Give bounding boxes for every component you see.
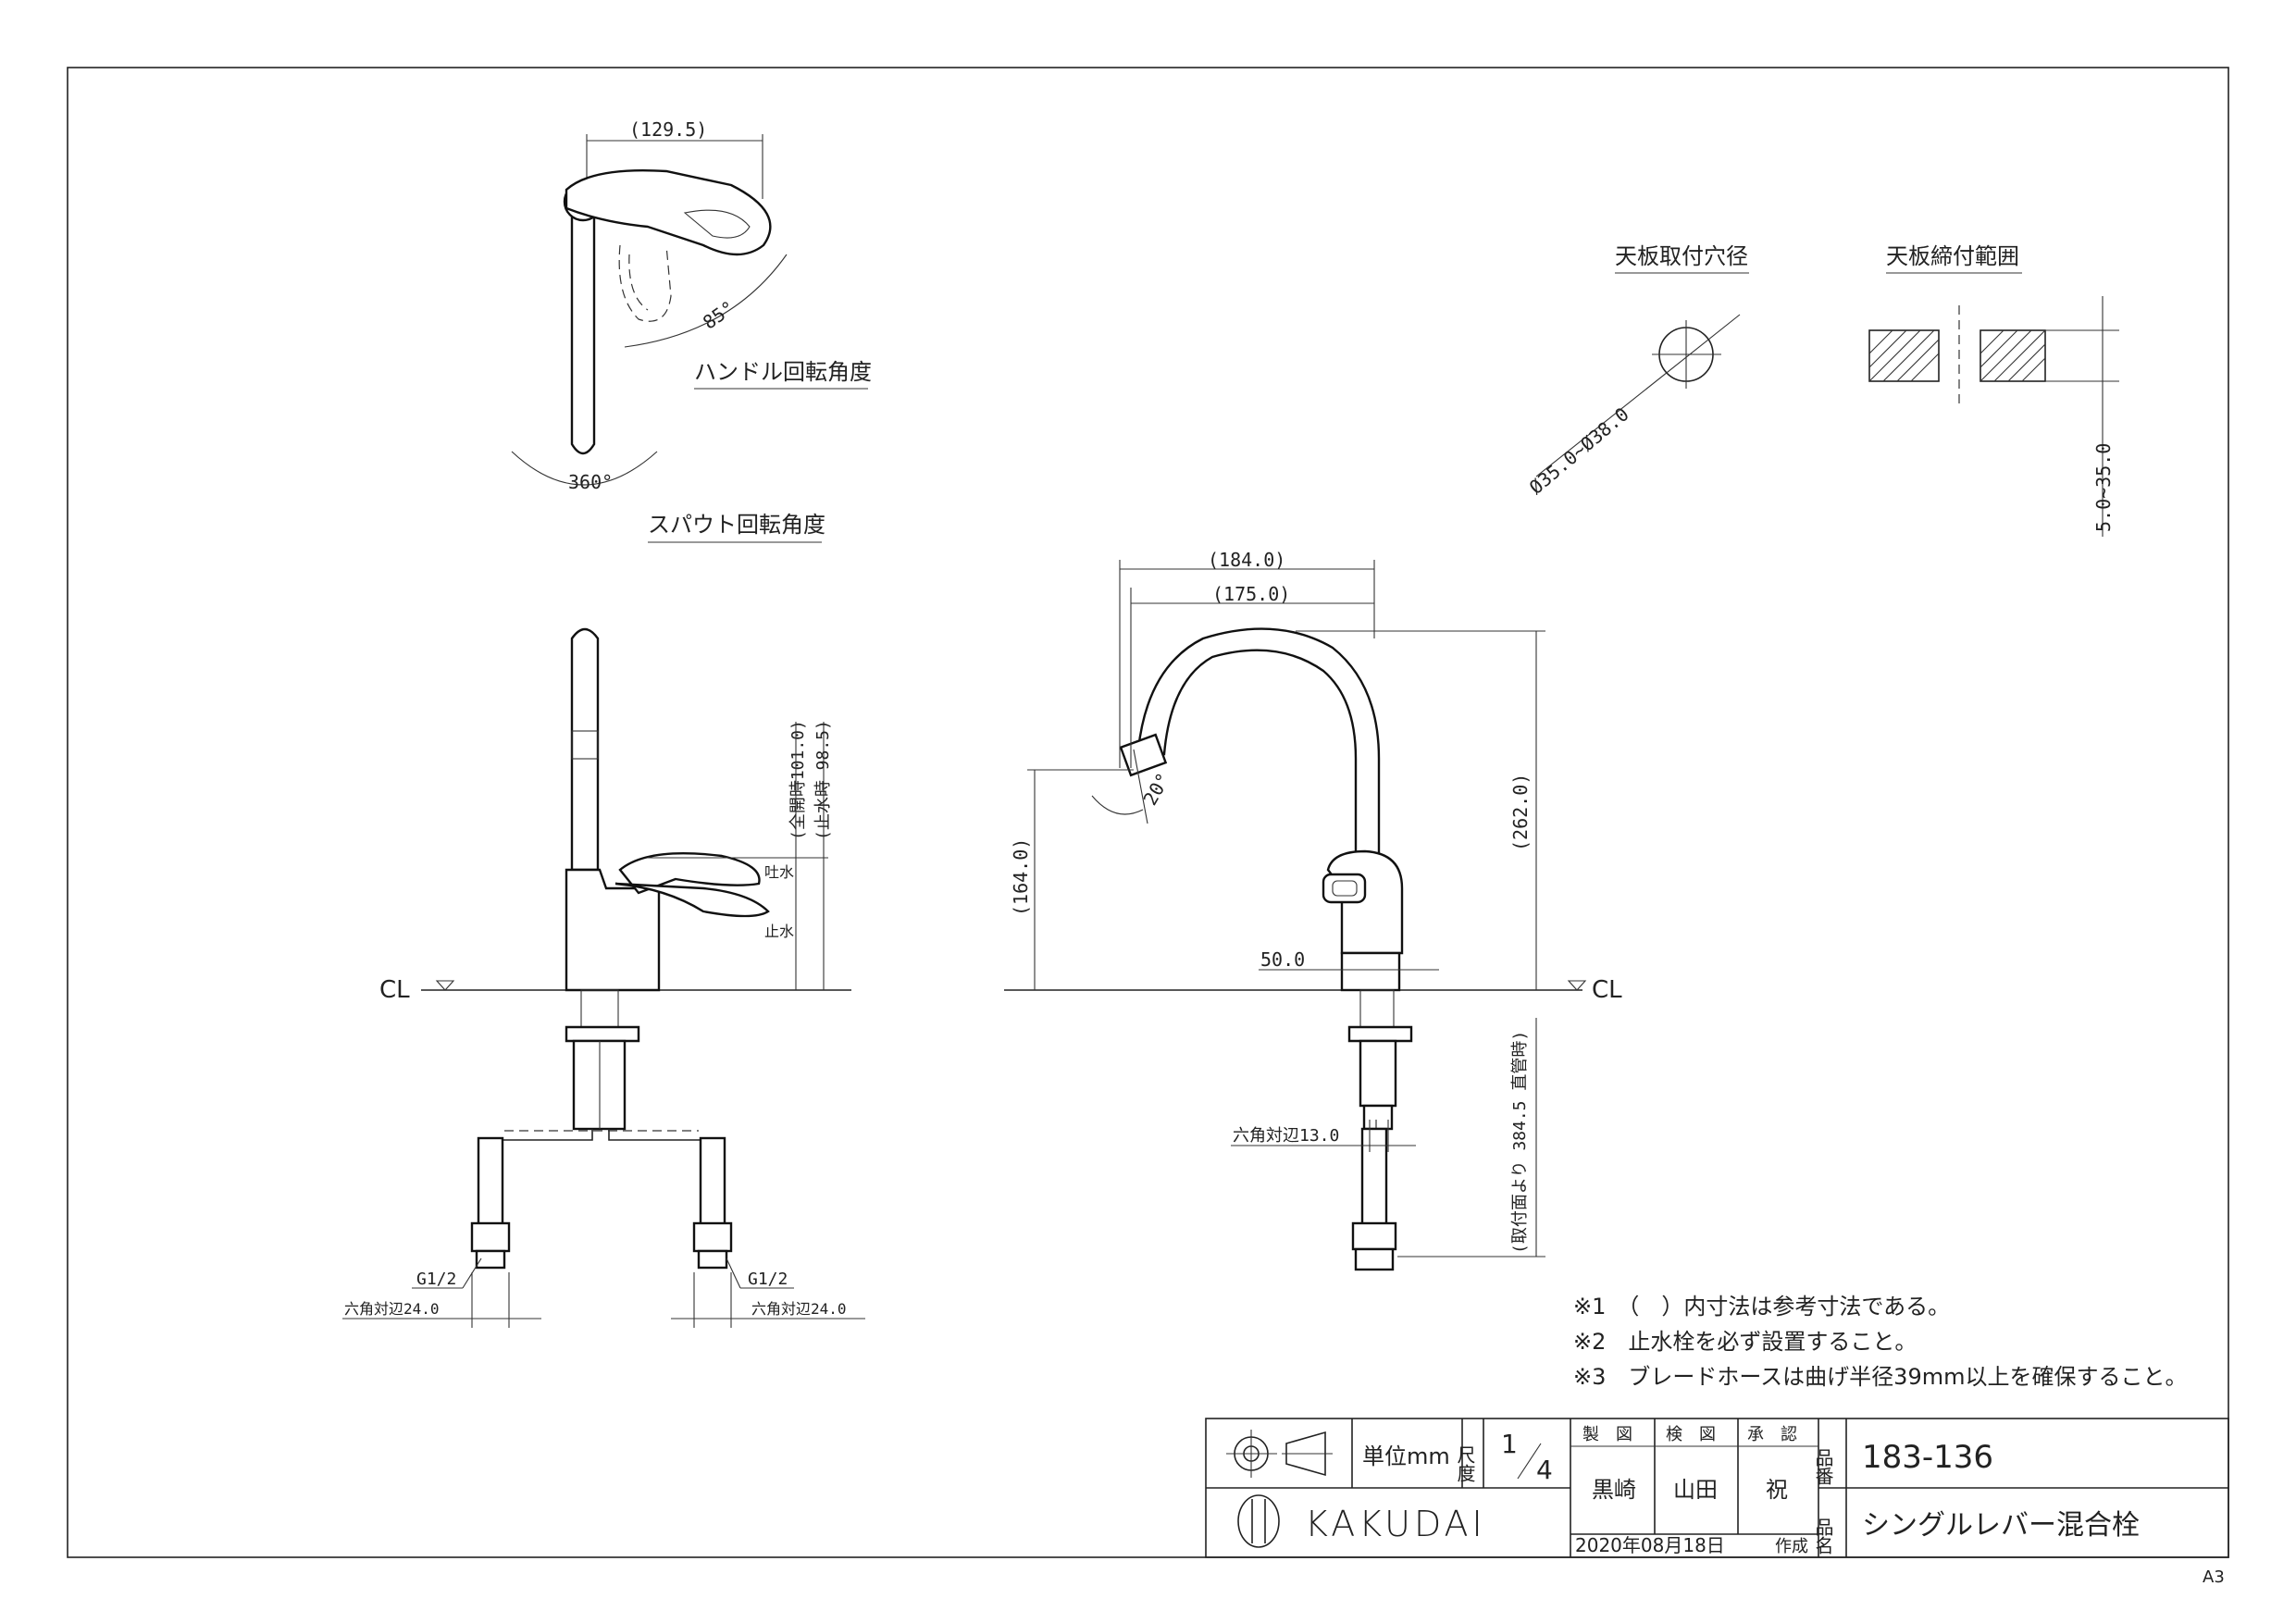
note-2: ※2 止水栓を必ず設置すること。	[1573, 1329, 1917, 1355]
drawing-frame	[67, 67, 2229, 1558]
part-number: 183-136	[1862, 1439, 1993, 1476]
dim-262: (262.0)	[1509, 774, 1532, 851]
label-stop: 止水	[764, 923, 794, 940]
made-by: 黒崎	[1592, 1477, 1636, 1503]
front-view: CL (全開時101.0) (止水時 98.5) 吐水 止水	[342, 627, 865, 1328]
unit-label: 単位mm	[1362, 1443, 1450, 1469]
scale-num: 1	[1501, 1429, 1518, 1459]
name-label: 品名	[1812, 1518, 1834, 1555]
g-right: G1/2	[748, 1270, 788, 1289]
checked-by: 山田	[1673, 1477, 1718, 1503]
dim-384-5: (取付面より 384.5 直管時)	[1510, 1031, 1530, 1254]
approved-by: 祝	[1766, 1477, 1788, 1503]
label-handle-rotation: ハンドル回転角度	[694, 359, 872, 385]
hex-left: 六角対辺24.0	[344, 1300, 440, 1318]
header-made: 製 図	[1582, 1425, 1632, 1444]
dim-full-open: (全開時101.0)	[788, 720, 808, 840]
scale-den: 4	[1536, 1455, 1553, 1485]
top-view: (129.5) 85° ハンドル回転角度 360° スパウト回転角度	[511, 118, 872, 543]
g-left: G1/2	[416, 1270, 456, 1289]
header-approve: 承 認	[1747, 1425, 1797, 1444]
mount-details: 天板取付穴径 Ø35.0~Ø38.0 天板締付範囲 5.0~35.0	[1525, 243, 2119, 537]
label-discharge: 吐水	[764, 863, 794, 881]
part-no-label: 品番	[1812, 1448, 1834, 1485]
note-1: ※1 （ ）内寸法は参考寸法である。	[1573, 1294, 1950, 1319]
angle-85: 85°	[699, 296, 738, 333]
dim-hex13: 六角対辺13.0	[1233, 1126, 1339, 1146]
angle-360: 360°	[568, 471, 613, 493]
dim-stop: (止水時 98.5)	[813, 720, 833, 840]
title-block: 単位mm 尺度 1 4 製 図 検 図 承 認 黒崎 山田 祝 2020年08月…	[1205, 1418, 2229, 1558]
hex-right: 六角対辺24.0	[751, 1300, 847, 1318]
dim-164: (164.0)	[1010, 838, 1032, 916]
dim-129-5: (129.5)	[629, 118, 707, 141]
note-3: ※3 ブレードホースは曲げ半径39mm以上を確保すること。	[1573, 1364, 2187, 1390]
clamp-range-title: 天板締付範囲	[1886, 243, 2019, 269]
header-check: 検 図	[1666, 1425, 1716, 1444]
drawing-date: 2020年08月18日	[1575, 1534, 1725, 1556]
front-cl: CL	[379, 976, 410, 1004]
hole-diameter-dim: Ø35.0~Ø38.0	[1525, 403, 1633, 499]
brand-name: KAKUDAI	[1305, 1504, 1486, 1544]
kakudai-logo-icon	[1237, 1494, 1280, 1548]
dim-175: (175.0)	[1212, 583, 1290, 605]
dim-184: (184.0)	[1208, 549, 1285, 571]
clamp-range-dim: 5.0~35.0	[2092, 443, 2115, 532]
sheet-size: A3	[2203, 1567, 2225, 1587]
created-label: 作成	[1775, 1537, 1808, 1556]
side-cl: CL	[1592, 976, 1622, 1004]
label-spout-rotation: スパウト回転角度	[648, 512, 825, 538]
dim-50: 50.0	[1260, 948, 1305, 971]
product-name: シングルレバー混合栓	[1862, 1509, 2140, 1542]
scale-label: 尺度	[1454, 1445, 1476, 1482]
notes: ※1 （ ）内寸法は参考寸法である。 ※2 止水栓を必ず設置すること。 ※3 ブ…	[1573, 1294, 2187, 1390]
hole-diameter-title: 天板取付穴径	[1615, 243, 1748, 269]
side-view: CL (184.0) (175.0) (262.0) (164.0) 20° 5…	[1004, 549, 1622, 1271]
